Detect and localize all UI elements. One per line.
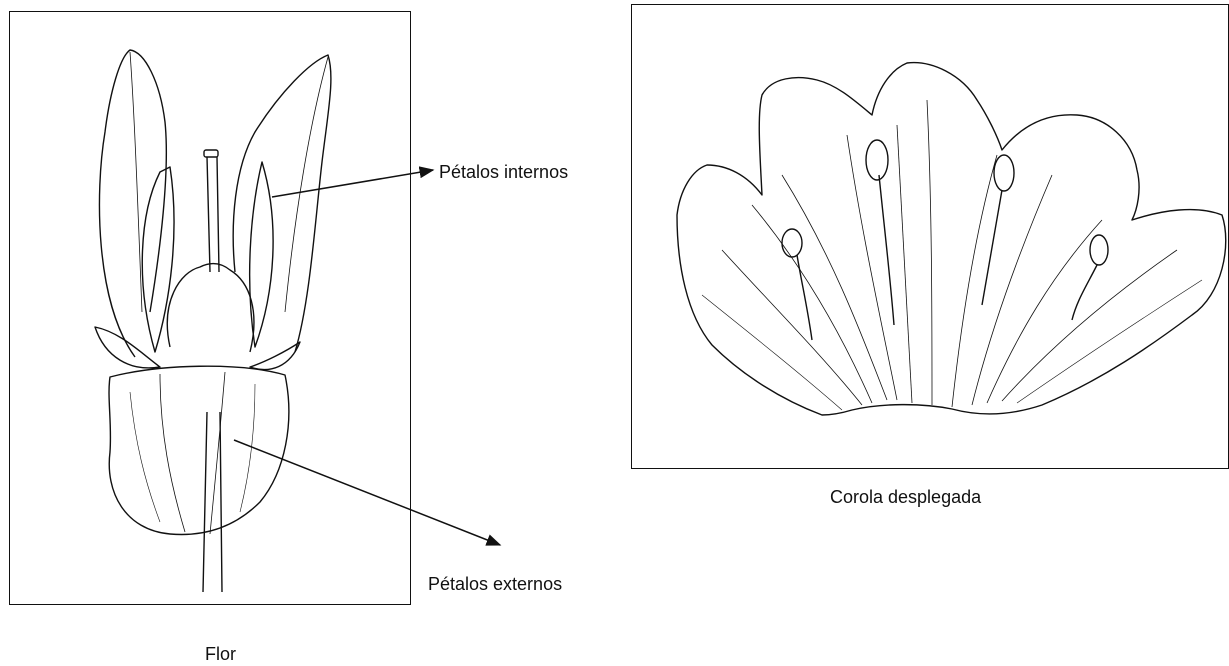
external-petals-arrow (234, 440, 500, 545)
external-petals-label: Pétalos externos (428, 574, 562, 595)
internal-petals-arrow (272, 170, 433, 197)
corolla-caption: Corola desplegada (830, 487, 981, 508)
internal-petals-label: Pétalos internos (439, 162, 568, 183)
flower-caption: Flor (205, 644, 236, 665)
